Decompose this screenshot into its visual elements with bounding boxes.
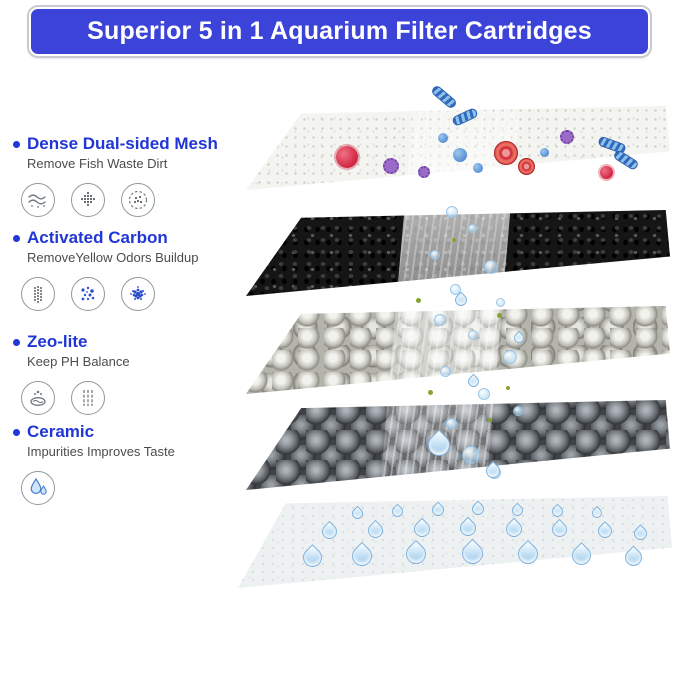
waste-particles-icon [71,183,105,217]
filtered-water-layer [238,496,672,588]
microbe-icon [540,148,549,157]
algae-dot-icon [488,418,492,422]
feature-icons [21,471,255,505]
carbon-column-icon [21,277,55,311]
microbe-icon [560,130,574,144]
microbe-icon [453,148,467,162]
feature-mesh: Dense Dual-sided Mesh Remove Fish Waste … [13,134,255,217]
feature-ceramic: Ceramic Impurities Improves Taste [13,422,255,505]
dirt-dots-icon [121,183,155,217]
bullet-icon [13,140,20,148]
bubble-icon [434,314,446,326]
feature-heading-row: Ceramic [13,422,255,442]
feature-icons [21,183,255,217]
bubble-icon [446,206,458,218]
feature-subtitle: Remove Fish Waste Dirt [27,156,168,171]
activated-carbon-layer [246,210,670,296]
feature-subtitle: Impurities Improves Taste [27,444,175,459]
bubble-icon [468,330,478,340]
feature-carbon: Activated Carbon RemoveYellow Odors Buil… [13,228,255,311]
microbe-icon [430,84,458,110]
algae-dot-icon [497,313,502,318]
page-title: Superior 5 in 1 Aquarium Filter Cartridg… [87,17,592,45]
feature-heading-row: Activated Carbon [13,228,255,248]
microbe-icon [518,158,535,175]
feature-heading-row: Zeo-lite [13,332,255,352]
algae-dot-icon [506,386,510,390]
zeolite-layer [246,306,670,394]
microbe-icon [438,133,448,143]
wind-icon [21,183,55,217]
bubble-icon [503,350,517,364]
bubble-icon [440,366,451,377]
bullet-icon [13,338,20,346]
bubble-icon [430,250,440,260]
feature-title: Ceramic [27,422,95,441]
bullet-icon [13,428,20,436]
bullet-icon [13,234,20,242]
buildup-cluster-icon [121,277,155,311]
feature-title: Dense Dual-sided Mesh [27,134,218,153]
water-drop-icon [465,373,482,390]
balance-lines-icon [71,381,105,415]
microbe-icon [494,141,518,165]
water-drops-icon [21,471,55,505]
feature-icons [21,381,255,415]
ph-bubbles-icon [21,381,55,415]
algae-dot-icon [416,298,421,303]
algae-dot-icon [452,238,456,242]
bubble-icon [513,406,523,416]
feature-title: Activated Carbon [27,228,168,247]
algae-dot-icon [428,390,433,395]
bubble-icon [484,260,498,274]
odor-dots-icon [71,277,105,311]
bubble-icon [496,298,505,307]
feature-subtitle: Keep PH Balance [27,354,130,369]
ceramic-layer [246,400,670,490]
microbe-icon [473,163,483,173]
feature-title: Zeo-lite [27,332,88,351]
microbe-icon [383,158,399,174]
bubble-icon [468,224,477,233]
feature-subtitle: RemoveYellow Odors Buildup [27,250,199,265]
feature-heading-row: Dense Dual-sided Mesh [13,134,255,154]
bubble-icon [462,446,480,464]
microbe-icon [600,166,613,179]
microbe-icon [336,146,358,168]
feature-icons [21,277,255,311]
feature-zeolite: Zeo-lite Keep PH Balance [13,332,255,415]
bubble-icon [446,418,457,429]
title-banner: Superior 5 in 1 Aquarium Filter Cartridg… [29,7,650,56]
microbe-icon [418,166,430,178]
bubble-icon [478,388,490,400]
